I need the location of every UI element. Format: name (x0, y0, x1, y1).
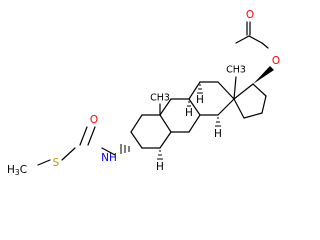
atom-h3c: H3C (7, 164, 27, 177)
atom-o-ester-carbonyl: O (246, 9, 254, 21)
ring-c (188, 81, 235, 116)
hashed-bond-h5 (157, 150, 163, 160)
wedge-bond-c17-o (253, 66, 274, 84)
atom-h8: H (196, 94, 204, 106)
thiocarbamate-group (37, 126, 116, 166)
molecule-diagram: O O O S NH H3C CH3 CH3 H H H H (7, 9, 280, 177)
hashed-bond-h14 (215, 117, 221, 127)
atom-me10: CH3 (150, 93, 170, 104)
atom-s: S (53, 157, 60, 169)
ring-b (159, 98, 201, 133)
atom-me13: CH3 (226, 65, 246, 76)
atom-o-thio-carbonyl: O (90, 114, 98, 126)
atom-nh: NH (101, 152, 117, 164)
hashed-bond-c3-n (120, 144, 130, 154)
hashed-bond-h8 (197, 84, 203, 94)
atom-h14: H (214, 128, 222, 140)
acetyl-group (235, 21, 269, 49)
atom-h9: H (185, 107, 193, 119)
atom-h5: H (156, 161, 164, 173)
bond-c13-methyl (233, 76, 237, 100)
atom-o-ester: O (272, 55, 280, 67)
hashed-bond-h9 (187, 101, 191, 107)
ring-a (130, 114, 172, 149)
ring-d (233, 83, 267, 119)
